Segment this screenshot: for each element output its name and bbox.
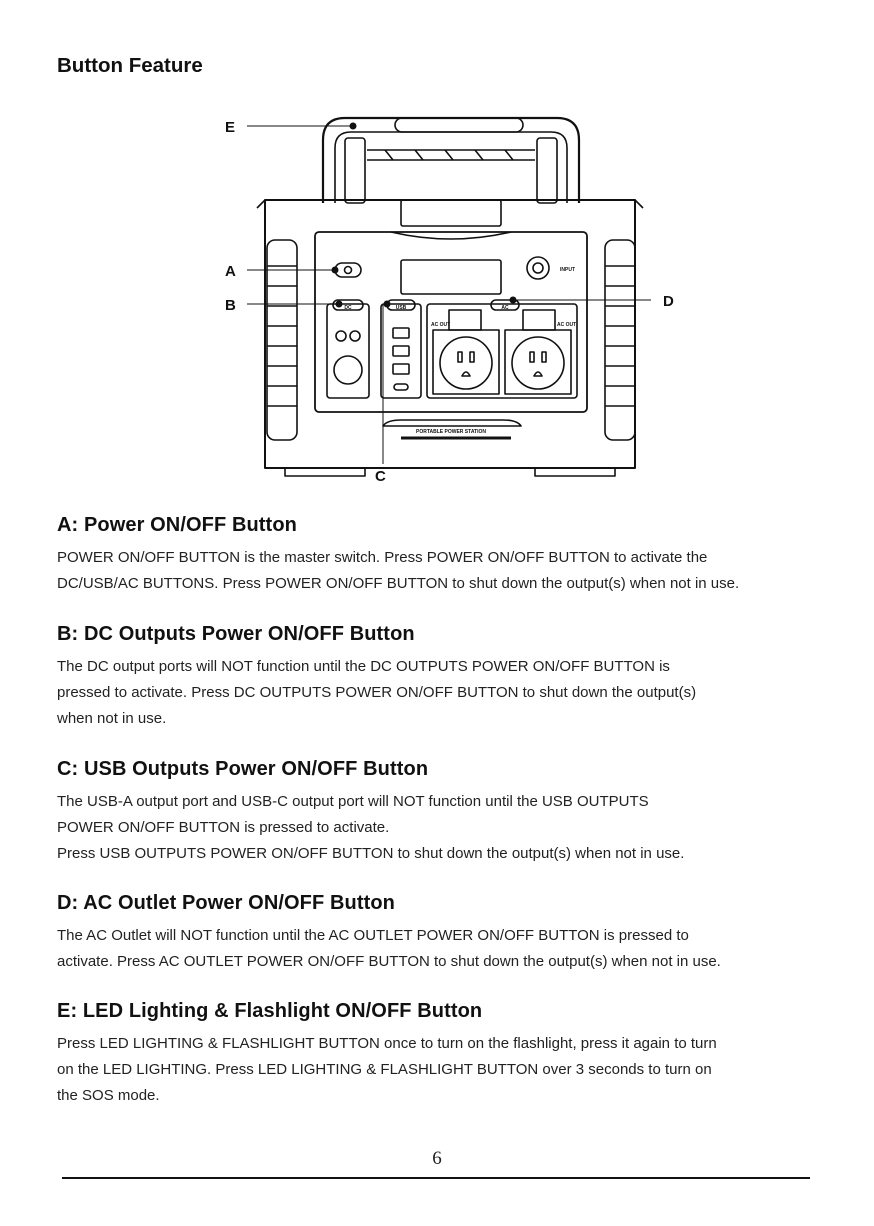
- device-body: [256, 199, 644, 477]
- callout-e: E: [225, 119, 235, 136]
- section-heading: E: LED Lighting & Flashlight ON/OFF Butt…: [57, 1000, 483, 1022]
- section-heading: A: Power ON/OFF Button: [57, 514, 297, 536]
- section-body: The USB-A output port and USB-C output p…: [57, 793, 685, 862]
- section-e: E: LED Lighting & Flashlight ON/OFF Butt…: [57, 1000, 857, 1109]
- page-number: 6: [432, 1148, 442, 1169]
- section-b: B: DC Outputs Power ON/OFF Button The DC…: [57, 623, 857, 732]
- section-c: C: USB Outputs Power ON/OFF Button The U…: [57, 758, 857, 867]
- section-a: A: Power ON/OFF Button POWER ON/OFF BUTT…: [57, 514, 857, 597]
- section-d: D: AC Outlet Power ON/OFF Button The AC …: [57, 892, 857, 975]
- section-body: POWER ON/OFF BUTTON is the master switch…: [57, 549, 740, 592]
- section-body: The DC output ports will NOT function un…: [57, 658, 697, 727]
- callout-d: D: [663, 293, 674, 310]
- page-title: Button Feature: [57, 54, 203, 77]
- dc-input-label: INPUT: [560, 267, 575, 273]
- callout-c: C: [375, 468, 386, 485]
- ac-button-label: AC: [501, 305, 509, 311]
- section-body: Press LED LIGHTING & FLASHLIGHT BUTTON o…: [57, 1035, 717, 1104]
- section-heading: B: DC Outputs Power ON/OFF Button: [57, 623, 415, 645]
- section-heading: D: AC Outlet Power ON/OFF Button: [57, 892, 395, 914]
- section-body: The AC Outlet will NOT function until th…: [57, 927, 721, 970]
- callout-a: A: [225, 263, 236, 280]
- callout-b: B: [225, 297, 236, 314]
- section-heading: C: USB Outputs Power ON/OFF Button: [57, 758, 429, 780]
- footer-rule: [62, 1177, 810, 1179]
- ac-out-left-label: AC OUT: [431, 322, 450, 328]
- ac-out-right-label: AC OUT: [557, 322, 576, 328]
- usb-button-label: USB: [396, 305, 407, 311]
- power-station-diagram: DC USB AC INPUT AC OUT AC OUT PORTABLE P…: [225, 116, 674, 485]
- dc-button-label: DC: [344, 305, 352, 311]
- brand-strip-label: PORTABLE POWER STATION: [416, 429, 486, 435]
- carry-handle: [321, 116, 581, 204]
